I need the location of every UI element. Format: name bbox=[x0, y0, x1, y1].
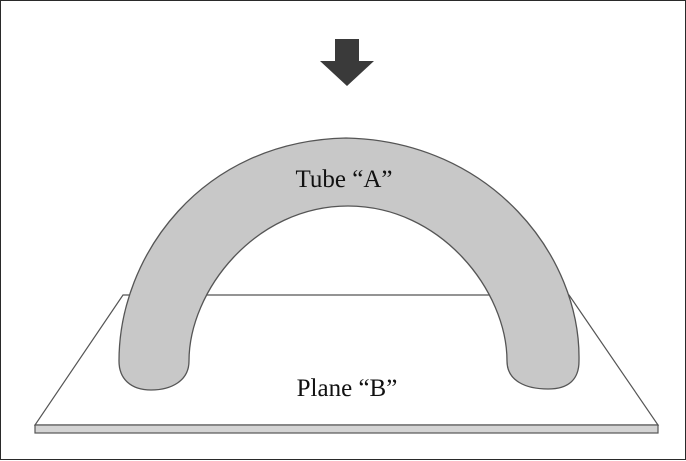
tube-label: Tube “A” bbox=[296, 166, 393, 193]
plane-front-edge bbox=[34, 424, 659, 434]
plane-label: Plane “B” bbox=[297, 375, 398, 402]
tube-a bbox=[118, 137, 580, 391]
down-arrow-icon bbox=[320, 39, 374, 86]
